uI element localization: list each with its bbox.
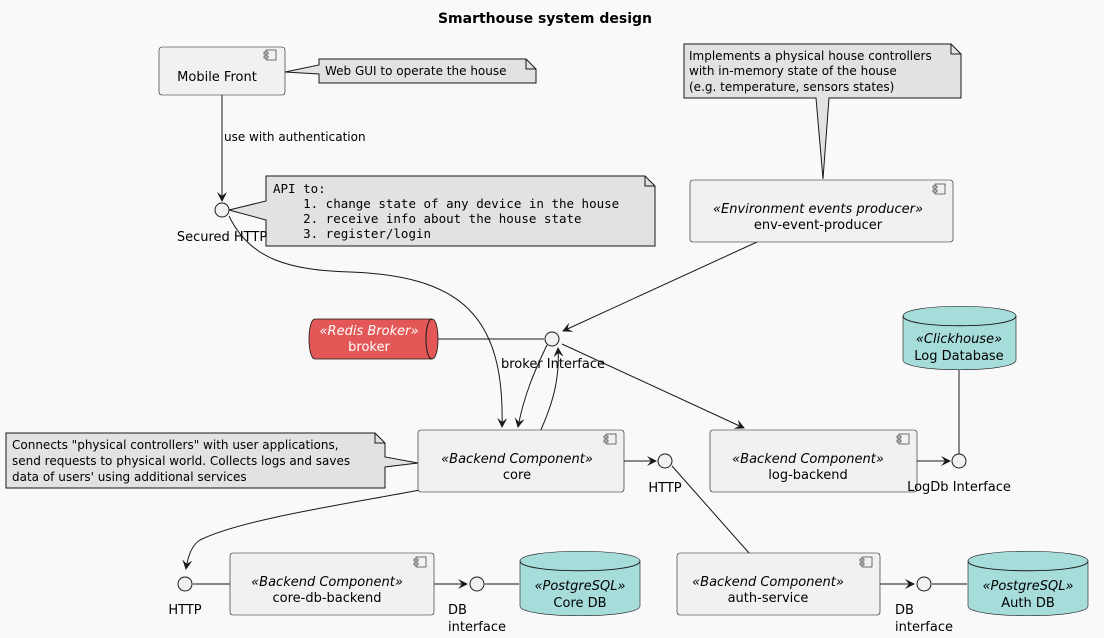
component-stereotype: «Backend Component» [251, 575, 403, 590]
database-log-db[interactable]: «Clickhouse» Log Database [902, 305, 1017, 371]
edge-http-to-auth-service [671, 465, 750, 554]
note-core: Connects "physical controllers" with use… [5, 432, 419, 489]
database-name: Log Database [914, 349, 1003, 364]
component-icon [263, 49, 277, 61]
component-icon [603, 433, 617, 445]
edge-broker-to-log-backend [561, 343, 745, 429]
database-name: Auth DB [1001, 596, 1055, 611]
database-stereotype: «PostgreSQL» [534, 579, 625, 594]
component-icon [896, 433, 910, 445]
component-icon [859, 556, 873, 568]
note-env-producer-line-1: Implements a physical house controllers [689, 49, 932, 63]
edge-env-producer-to-broker [562, 241, 758, 332]
interface-label-line-1: DB [448, 603, 467, 618]
component-stereotype: «Backend Component» [692, 575, 844, 590]
interface-label: Secured HTTP [177, 230, 268, 245]
interface-label: broker Interface [501, 357, 605, 372]
interface-broker[interactable]: broker Interface [501, 331, 605, 372]
note-mobile-front: Web GUI to operate the house [284, 58, 537, 84]
database-stereotype: «PostgreSQL» [982, 579, 1073, 594]
edge-core-to-broker [539, 347, 564, 433]
edge-broker-to-core [514, 344, 548, 428]
note-core-line-1: Connects "physical controllers" with use… [12, 438, 339, 452]
note-secured-http-line-3: 2. receive info about the house state [273, 211, 582, 226]
database-core-db[interactable]: «PostgreSQL» Core DB [519, 551, 641, 616]
note-env-producer-line-3: (e.g. temperature, sensors states) [689, 80, 894, 94]
component-env-event-producer[interactable]: «Environment events producer» env-event-… [689, 179, 954, 243]
component-core-db-backend[interactable]: «Backend Component» core-db-backend [229, 552, 435, 616]
interface-db-auth[interactable]: DB interface [895, 576, 953, 635]
component-name: core-db-backend [273, 591, 382, 606]
interface-label: LogDb Interface [907, 480, 1011, 495]
database-name: Core DB [553, 596, 606, 611]
note-secured-http: API to: 1. change state of any device in… [228, 175, 656, 247]
component-name: auth-service [728, 591, 809, 606]
component-stereotype: «Backend Component» [732, 452, 884, 467]
component-icon [413, 556, 427, 568]
diagram-title: Smarthouse system design [438, 11, 652, 27]
component-core[interactable]: «Backend Component» core [417, 429, 625, 493]
database-auth-db[interactable]: «PostgreSQL» Auth DB [967, 551, 1089, 616]
note-core-line-2: send requests to physical world. Collect… [12, 454, 350, 468]
component-name: log-backend [768, 468, 847, 483]
note-secured-http-line-1: API to: [273, 181, 326, 196]
interface-http-core[interactable]: HTTP [648, 453, 682, 496]
note-core-line-3: data of users' using additional services [12, 470, 247, 484]
interface-label: HTTP [168, 603, 201, 618]
interface-label-line-2: interface [448, 620, 506, 635]
note-mobile-front-line: Web GUI to operate the house [325, 64, 507, 78]
component-name: env-event-producer [754, 218, 883, 233]
note-env-producer: Implements a physical house controllers … [683, 43, 962, 180]
database-stereotype: «Clickhouse» [916, 332, 1002, 347]
interface-label: HTTP [648, 481, 681, 496]
edge-secured-http-to-core [228, 215, 508, 428]
component-name: Mobile Front [177, 70, 257, 85]
component-name: core [503, 468, 531, 483]
component-icon [932, 183, 946, 195]
note-secured-http-line-4: 3. register/login [273, 226, 431, 241]
interface-label-line-2: interface [895, 620, 953, 635]
interface-label-line-1: DB [895, 603, 914, 618]
edge-core-to-coredb-http [182, 489, 421, 570]
component-mobile-front[interactable]: Mobile Front [158, 46, 286, 96]
interface-logdb[interactable]: LogDb Interface [907, 453, 1011, 495]
component-auth-service[interactable]: «Backend Component» auth-service [676, 552, 881, 616]
note-secured-http-line-2: 1. change state of any device in the hou… [273, 196, 619, 211]
edge-label-use-with-auth: use with authentication [224, 130, 366, 144]
queue-name: broker [348, 340, 390, 355]
interface-secured-http[interactable]: Secured HTTP [177, 202, 268, 245]
note-env-producer-line-2: with in-memory state of the house [689, 64, 897, 78]
component-stereotype: «Environment events producer» [713, 202, 923, 217]
queue-stereotype: «Redis Broker» [320, 324, 419, 339]
component-stereotype: «Backend Component» [441, 452, 593, 467]
interface-db-core[interactable]: DB interface [448, 576, 506, 635]
queue-broker[interactable]: «Redis Broker» broker [308, 318, 439, 360]
edges [182, 95, 967, 589]
component-log-backend[interactable]: «Backend Component» log-backend [709, 429, 918, 493]
interface-http-core-db[interactable]: HTTP [168, 576, 202, 618]
